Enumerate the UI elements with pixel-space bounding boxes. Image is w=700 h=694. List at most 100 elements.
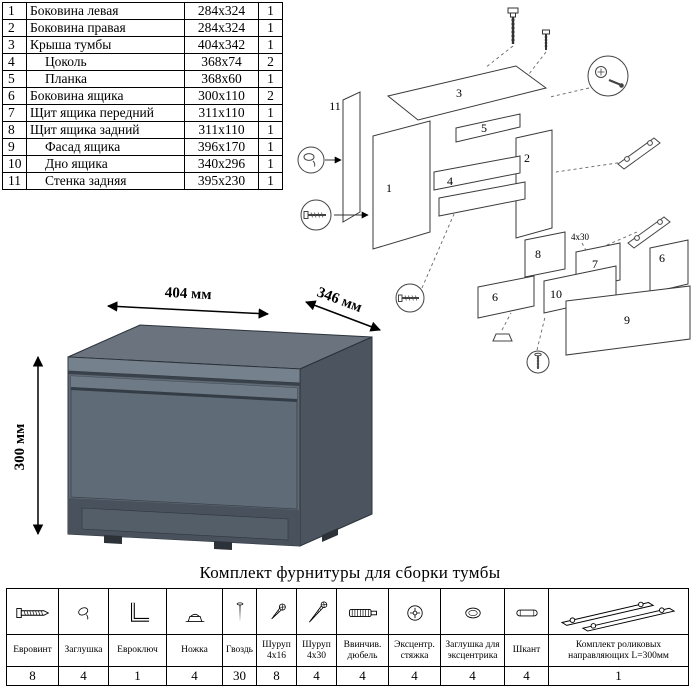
part-label: 5 bbox=[481, 121, 487, 135]
panel-right-side bbox=[515, 129, 553, 239]
depth-dimension: 346 мм bbox=[315, 285, 364, 316]
cap-plug-icon bbox=[77, 606, 88, 620]
screw-4x16-icon bbox=[270, 603, 286, 619]
part-label: 8 bbox=[535, 247, 541, 261]
part-qty: 1 bbox=[258, 19, 283, 37]
part-label: 9 bbox=[624, 313, 630, 327]
part-size: 396x170 bbox=[184, 138, 259, 156]
part-number: 2 bbox=[2, 19, 27, 37]
drawer-slide-rail-detail bbox=[617, 137, 671, 249]
part-size: 300x110 bbox=[184, 87, 259, 105]
panel-left-side bbox=[372, 120, 431, 250]
hardware-name: Гвоздь bbox=[222, 634, 257, 667]
part-qty: 1 bbox=[258, 138, 283, 156]
part-number: 10 bbox=[2, 155, 27, 173]
hardware-name: Ножка bbox=[166, 634, 223, 667]
height-dimension: 300 мм bbox=[12, 424, 28, 471]
part-size: 284x324 bbox=[184, 2, 259, 20]
part-number: 7 bbox=[2, 104, 27, 122]
hardware-names-row: Евровинт Заглушка Евроключ Ножка Гвоздь … bbox=[6, 634, 689, 667]
parts-row: 4 Цоколь 368x74 2 bbox=[2, 53, 283, 71]
part-name: Фасад ящика bbox=[26, 138, 185, 156]
screw-in-dowel-icon bbox=[348, 608, 377, 617]
part-label: 11 bbox=[329, 99, 341, 113]
hardware-qty: 4 bbox=[166, 666, 223, 686]
part-size: 311x110 bbox=[184, 121, 259, 139]
hardware-name: Евровинт bbox=[6, 634, 59, 667]
part-label: 6 bbox=[659, 251, 665, 265]
part-number: 6 bbox=[2, 87, 27, 105]
part-name: Стенка задняя bbox=[26, 172, 185, 190]
part-name: Дно ящика bbox=[26, 155, 185, 173]
part-name: Щит ящика передний bbox=[26, 104, 185, 122]
part-size: 311x110 bbox=[184, 104, 259, 122]
part-name: Щит ящика задний bbox=[26, 121, 185, 139]
hardware-qty: 4 bbox=[58, 666, 109, 686]
hardware-name: Заглушка для эксцентрика bbox=[440, 634, 505, 667]
hardware-name: Шуруп 4x16 bbox=[256, 634, 297, 667]
wooden-dowel-icon bbox=[515, 609, 538, 616]
plinth-face bbox=[81, 507, 289, 541]
part-number: 11 bbox=[2, 172, 27, 190]
part-qty: 1 bbox=[258, 104, 283, 122]
panel-drawer-back bbox=[524, 231, 566, 278]
width-dimension: 404 мм bbox=[164, 285, 211, 303]
screw-detail bbox=[300, 199, 332, 231]
panel-plank bbox=[455, 113, 521, 143]
panel-top bbox=[386, 65, 548, 121]
leg-detail bbox=[492, 333, 513, 342]
cap-detail bbox=[297, 146, 325, 174]
hardware-name: Шкант bbox=[504, 634, 549, 667]
facade-bevel bbox=[71, 376, 297, 399]
parts-row: 6 Боковина ящика 300x110 2 bbox=[2, 87, 283, 105]
part-qty: 1 bbox=[258, 121, 283, 139]
cam-lock-icon bbox=[406, 604, 423, 621]
panel-plinth-2 bbox=[438, 181, 526, 217]
panel-back-wall bbox=[342, 91, 361, 223]
cabinet-right-face bbox=[299, 336, 373, 547]
part-size: 404x342 bbox=[184, 36, 259, 54]
hardware-qty: 4 bbox=[440, 666, 505, 686]
part-name: Боковина левая bbox=[26, 2, 185, 20]
part-name: Планка bbox=[26, 70, 185, 88]
hardware-qty: 4 bbox=[336, 666, 389, 686]
dimension-lines bbox=[32, 300, 381, 536]
drawer-slides-icon bbox=[560, 601, 675, 632]
hardware-icons-row bbox=[6, 588, 689, 635]
parts-row: 9 Фасад ящика 396x170 1 bbox=[2, 138, 283, 156]
cabinet-drawing: 404 мм 346 мм 300 мм bbox=[12, 285, 381, 550]
bolt-icon bbox=[542, 29, 550, 50]
parts-table: 1 Боковина левая 284x324 1 2 Боковина пр… bbox=[2, 2, 283, 190]
hardware-qty: 30 bbox=[222, 666, 257, 686]
hardware-qty: 4 bbox=[296, 666, 337, 686]
hardware-name: Эксцентр. стяжка bbox=[388, 634, 441, 667]
diagram-part-labels: 1 2 3 4 5 6 6 7 8 9 10 11 4x30 bbox=[329, 86, 665, 327]
hardware-qty: 4 bbox=[504, 666, 549, 686]
part-label: 1 bbox=[386, 181, 392, 195]
nail-icon bbox=[236, 602, 243, 622]
hardware-name: Шуруп 4x30 bbox=[296, 634, 337, 667]
part-qty: 1 bbox=[258, 172, 283, 190]
panel-drawer-side-right bbox=[649, 239, 689, 294]
part-size: 395x230 bbox=[184, 172, 259, 190]
bolt-icon bbox=[507, 7, 519, 44]
hardware-qty: 8 bbox=[6, 666, 59, 686]
part-size: 340x296 bbox=[184, 155, 259, 173]
part-label: 4 bbox=[447, 174, 453, 188]
part-label: 2 bbox=[524, 151, 530, 165]
hardware-name: Евроключ bbox=[108, 634, 167, 667]
hardware-qty: 8 bbox=[256, 666, 297, 686]
part-size: 368x74 bbox=[184, 53, 259, 71]
part-name: Боковина правая bbox=[26, 19, 185, 37]
hardware-qty: 1 bbox=[108, 666, 167, 686]
hardware-name: Ввинчив. дюбель bbox=[336, 634, 389, 667]
part-number: 5 bbox=[2, 70, 27, 88]
part-size: 284x324 bbox=[184, 19, 259, 37]
panel-drawer-facade bbox=[565, 285, 691, 356]
assembly-diagram: 1 2 3 4 5 6 6 7 8 9 10 11 4x30 bbox=[297, 7, 691, 374]
width-dim-line bbox=[106, 301, 270, 319]
parts-row: 10 Дно ящика 340x296 1 bbox=[2, 155, 283, 173]
part-size: 368x60 bbox=[184, 70, 259, 88]
cam-lock-detail bbox=[587, 55, 629, 97]
